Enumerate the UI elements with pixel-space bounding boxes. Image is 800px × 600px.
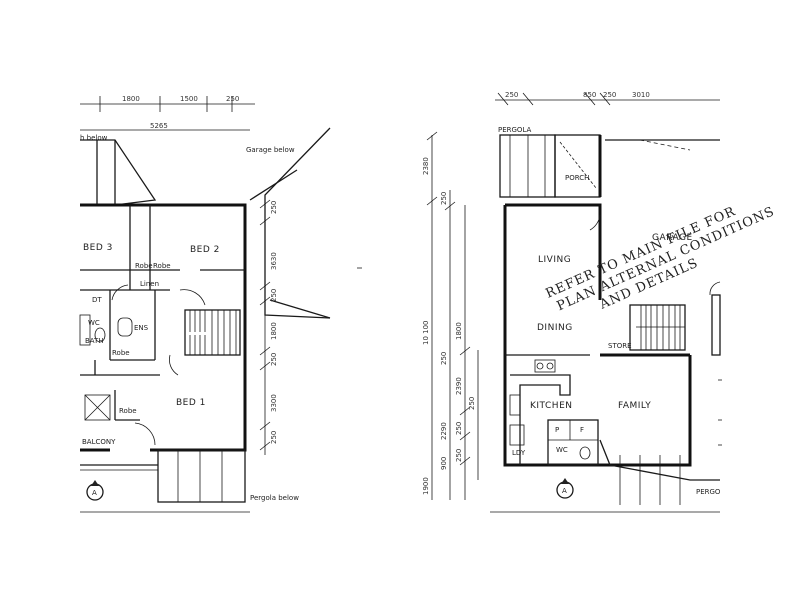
note-line-2: PLAN ALTERNAL CONDITIONS [555, 204, 778, 314]
pergola-right-label: PERGO [696, 488, 721, 496]
family-label: FAMILY [618, 401, 651, 411]
garage-label: GARAGE [652, 233, 693, 243]
upper-rdim-6: 3300 [270, 394, 278, 412]
ground-dim-3: 250 [603, 91, 616, 99]
upper-dim-1: 1800 [122, 95, 140, 103]
upper-top-dimensions: 1800 1500 250 5265 [80, 95, 255, 131]
bed3-label: BED 3 [83, 243, 113, 253]
linen-label: Linen [140, 280, 159, 288]
upper-right-dimensions: 250 3630 250 1800 250 3300 250 [259, 199, 278, 455]
ground-dim-1: 250 [505, 91, 518, 99]
ground-ldim-12: 1900 [422, 477, 430, 495]
garage-below-label: Garage below [246, 146, 295, 154]
kitchen-label: KITCHEN [530, 401, 573, 411]
pantry-label: P [555, 426, 559, 434]
ground-top-dimensions: 250 850 250 3010 [495, 91, 720, 106]
ground-ldim-5: 1800 [455, 322, 463, 340]
ground-floor-plan: 250 850 250 3010 PERGOLA PORCH GARAGE [422, 91, 778, 513]
laundry-label: LDY [512, 449, 526, 457]
ground-section-letter: A [562, 487, 567, 495]
ground-ldim-1: 2380 [422, 157, 430, 175]
robe-c-label: Robe [112, 349, 130, 357]
pergola-below: Pergola below [80, 449, 299, 503]
upper-stairs [184, 309, 241, 356]
ground-stairs [629, 304, 686, 351]
upper-dim-2: 1500 [180, 95, 198, 103]
dt-label: DT [92, 296, 102, 304]
pergola-below-label: Pergola below [250, 494, 299, 502]
ground-ldim-7: 250 [468, 397, 476, 410]
living-label: LIVING [538, 255, 571, 265]
upper-dim-total: 5265 [150, 122, 168, 130]
store-label: STORE [608, 342, 632, 350]
ground-left-dimensions: 2380 250 10 100 250 1800 2390 250 2290 2… [422, 131, 479, 500]
ground-ldim-11: 250 [455, 449, 463, 462]
upper-rdim-4: 1800 [270, 322, 278, 340]
upper-dim-3: 250 [226, 95, 239, 103]
ground-dim-4: 3010 [632, 91, 650, 99]
pergola-label: PERGOLA [498, 126, 532, 134]
wc-upper-label: WC [88, 319, 100, 327]
dining-label: DINING [537, 323, 573, 333]
fridge-label: F [580, 426, 584, 434]
ground-section-marker: A [556, 478, 574, 499]
porch-label: PORCH [565, 174, 589, 182]
bath-below-label: h below [80, 134, 108, 142]
ground-ldim-10: 900 [440, 457, 448, 470]
upper-rdim-5: 250 [270, 353, 278, 366]
refer-note-stamp: REFER TO MAIN FILE FOR PLAN ALTERNAL CON… [544, 204, 778, 314]
robe-b-label: Robe [153, 262, 171, 270]
upper-rdim-1: 250 [270, 201, 278, 214]
robe-d-label: Robe [119, 407, 137, 415]
bed1-label: BED 1 [176, 398, 206, 408]
ground-ldim-2: 250 [440, 192, 448, 205]
bath-label: BATH [85, 337, 104, 345]
upper-section-letter: A [92, 489, 97, 497]
ground-ldim-3: 10 100 [422, 321, 430, 346]
upper-floor-plan: 1800 1500 250 5265 h below Garage below [79, 95, 331, 513]
robe-a-label: Robe [135, 262, 153, 270]
ens-label: ENS [134, 324, 149, 332]
ground-ldim-4: 250 [440, 352, 448, 365]
upper-rdim-7: 250 [270, 431, 278, 444]
ground-dim-2: 850 [583, 91, 596, 99]
upper-rdim-3: 250 [270, 289, 278, 302]
ground-ldim-9: 250 [455, 422, 463, 435]
ground-ldim-8: 2290 [440, 422, 448, 440]
balcony-label: BALCONY [82, 438, 116, 446]
wc-ground-label: WC [556, 446, 568, 454]
upper-section-marker: A [86, 480, 104, 501]
bed2-label: BED 2 [190, 245, 220, 255]
upper-rdim-2: 3630 [270, 252, 278, 270]
ground-ldim-6: 2390 [455, 377, 463, 395]
